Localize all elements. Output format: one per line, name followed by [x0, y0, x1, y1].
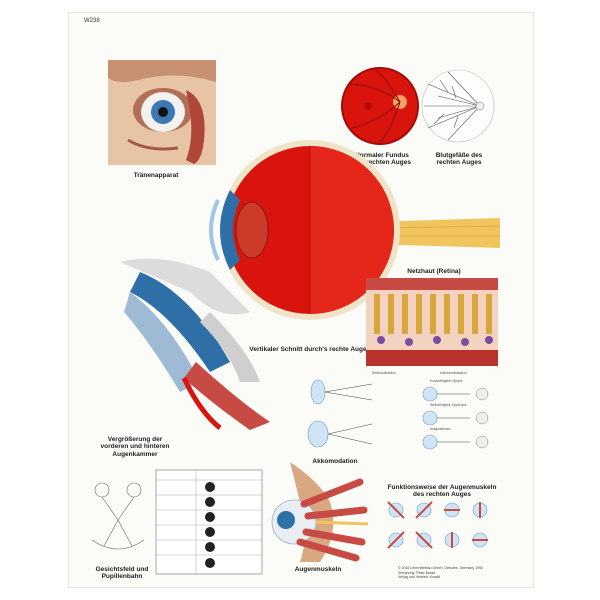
poster-footer: © 2016 Lehrmittelbau GmbH, Dresden, Germ… [398, 566, 483, 580]
caption-muscle-function: Funktionsweise der Augenmuskeln des rech… [387, 484, 497, 499]
caption-accommodation: Akkomodation [312, 458, 358, 465]
muscle-function-grid [387, 501, 488, 549]
astigmatism-label: Astigmatismus [430, 427, 451, 431]
caption-enlargement: Vergrößerung der vorderen und hinteren A… [100, 436, 170, 458]
eye-section-illustration [209, 140, 501, 320]
eye-muscles-illustration [271, 462, 369, 562]
retina-illustration [366, 278, 498, 366]
blood-vessels-illustration [421, 69, 495, 143]
caption-visual-field: Gesichtsfeld und Pupillenbahn [95, 566, 149, 581]
tear-apparatus-illustration [108, 60, 216, 165]
accommodation-illustration [307, 379, 373, 448]
visual-field-table [155, 469, 263, 575]
caption-fundus: Normaler Fundus des rechten Auges [353, 152, 411, 167]
caption-tear-apparatus: Tränenapparat [133, 172, 179, 179]
caption-muscles: Augenmuskeln [294, 566, 342, 573]
chamber-enlargement-illustration [120, 258, 270, 430]
caption-retina: Netzhaut (Retina) [407, 268, 461, 275]
refraction-illustration [422, 386, 489, 450]
footer-line-1: © 2016 Lehrmittelbau GmbH, Dresden, Germ… [398, 566, 483, 570]
caption-vertical-section: Vertikaler Schnitt durch's rechte Auge [249, 346, 367, 353]
caption-vessels: Blutgefäße des rechten Auges [435, 152, 483, 167]
footer-line-2: Zeichnung: Peter Bosse [398, 570, 436, 575]
footer-line-3: Verlag und Vertrieb: Kowall [398, 575, 441, 580]
hyperopia-label: Weitsichtigkeit, Hyperopie [430, 403, 467, 407]
retina-right-label: Adenohautstadium [440, 371, 467, 375]
myopia-label: Kurzsichtigkeit, Myopie [430, 379, 463, 383]
poster-code: W238 [84, 18, 100, 24]
fundus-illustration [341, 67, 419, 145]
visual-pathway-illustration [91, 482, 145, 550]
retina-left-label: Netzhautstadium [372, 371, 396, 375]
